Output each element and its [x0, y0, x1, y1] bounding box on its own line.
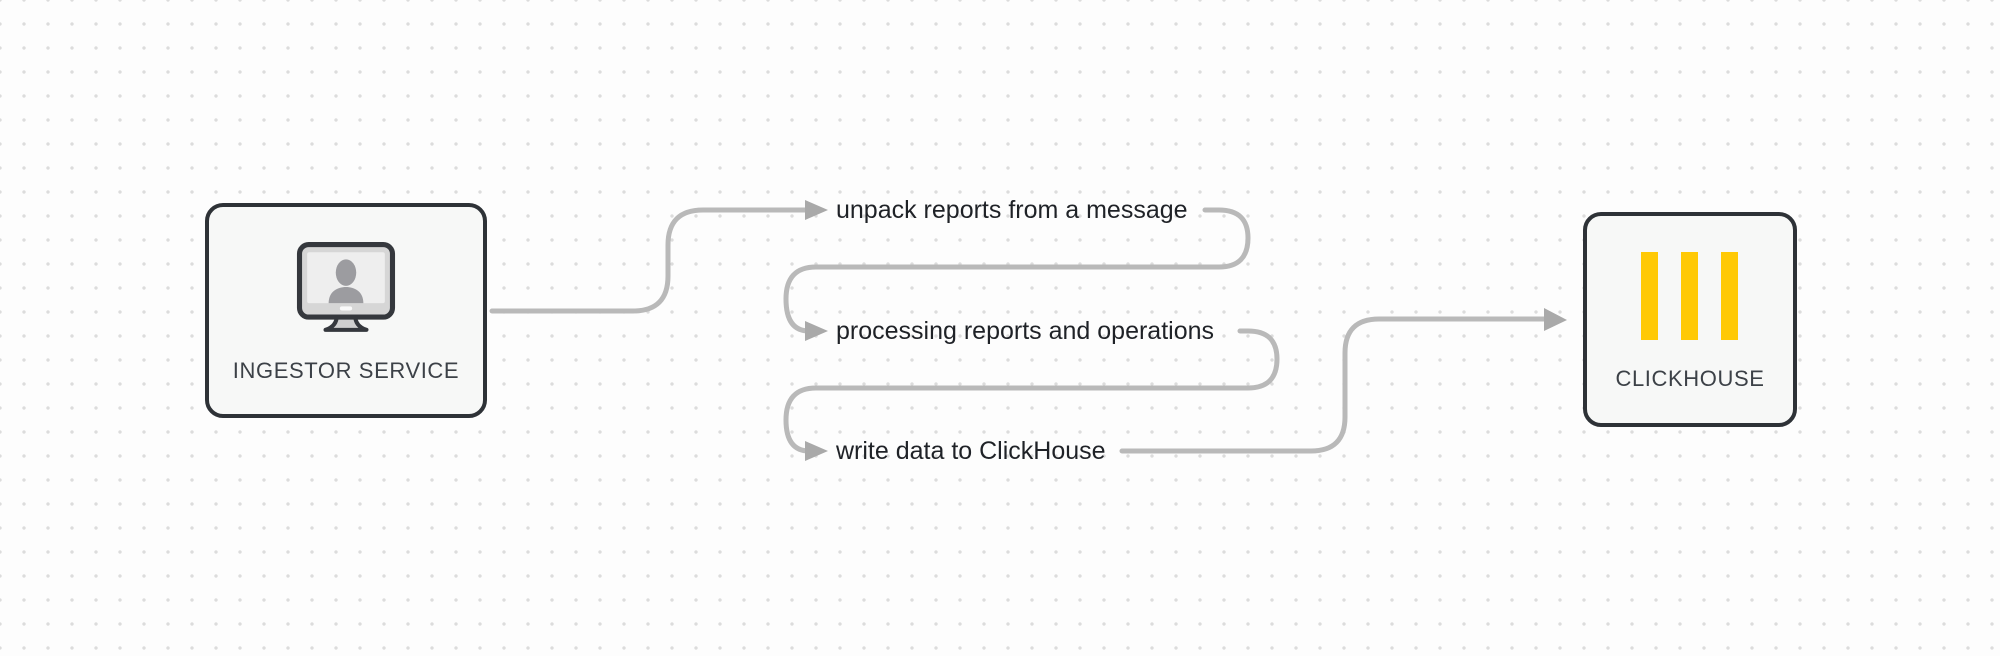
arrow-icon: [805, 321, 828, 341]
connector-step2-to-step3: [783, 328, 1280, 461]
connector-step1-to-step2: [783, 207, 1251, 341]
connector-step3-to-clickhouse: [1119, 308, 1567, 454]
arrow-icon: [1544, 308, 1567, 331]
step-label-unpack-reports: unpack reports from a message: [836, 196, 1188, 224]
arrow-icon: [805, 200, 828, 220]
connector-line: [783, 328, 1280, 454]
connector-ingestor-to-step1: [489, 200, 828, 314]
clickhouse-logo-bars-icon: [1641, 251, 1738, 340]
connector-line: [1119, 316, 1549, 454]
workstation-monitor-icon: [296, 241, 396, 332]
connector-line: [489, 207, 809, 314]
person-silhouette-icon: [328, 258, 364, 303]
step-label-write-data: write data to ClickHouse: [835, 437, 1106, 465]
arrow-icon: [805, 441, 828, 461]
step-label-processing-reports: processing reports and operations: [836, 317, 1214, 345]
node-label-clickhouse: CLICKHOUSE: [1615, 365, 1765, 391]
node-label-ingestor-service: INGESTOR SERVICE: [232, 357, 460, 383]
connector-line: [783, 207, 1251, 334]
node-clickhouse: CLICKHOUSE: [1583, 212, 1797, 427]
node-ingestor-service: INGESTOR SERVICE: [205, 203, 487, 418]
